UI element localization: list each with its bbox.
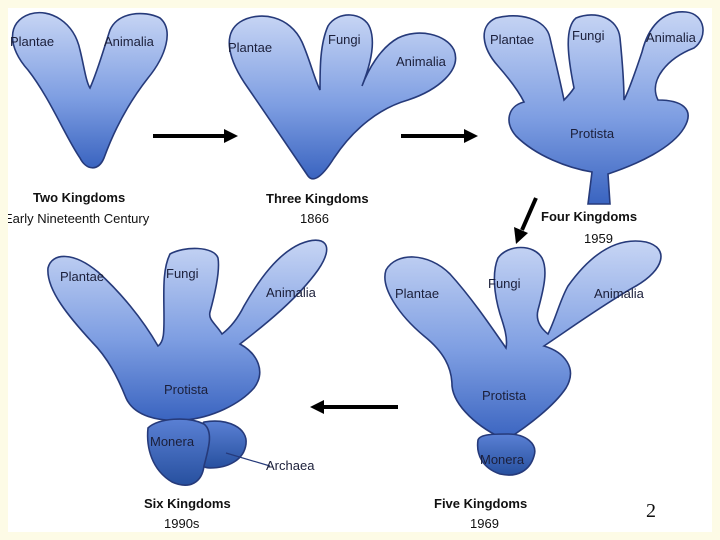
two-kingdoms-shape: [11, 11, 168, 169]
five-kingdoms-shape: [384, 240, 662, 441]
arrow-2: [401, 129, 478, 143]
six-kingdoms-monera-shape: [146, 418, 211, 486]
stage-two-kingdoms: Plantae Animalia Two Kingdoms Early Nine…: [4, 11, 168, 226]
five-kingdoms-caption: Five Kingdoms: [434, 496, 527, 511]
stage-four-kingdoms: Plantae Fungi Animalia Protista Four Kin…: [483, 11, 704, 246]
arrow-4: [310, 400, 398, 414]
archaea-leader-line: [225, 452, 271, 467]
four-kingdoms-date: 1959: [584, 231, 613, 246]
two-kingdoms-caption: Two Kingdoms: [33, 190, 125, 205]
three-kingdoms-date: 1866: [300, 211, 329, 226]
five-kingdoms-date: 1969: [470, 516, 499, 531]
page-number: 2: [646, 500, 656, 522]
two-kingdoms-animalia-label: Animalia: [104, 34, 155, 49]
two-kingdoms-date: Early Nineteenth Century: [8, 211, 150, 226]
six-kingdoms-archaea-label: Archaea: [266, 458, 315, 473]
three-kingdoms-animalia-label: Animalia: [396, 54, 447, 69]
six-kingdoms-shape: [47, 239, 328, 422]
five-kingdoms-monera-label: Monera: [480, 452, 525, 467]
two-kingdoms-plantae-label: Plantae: [10, 34, 54, 49]
six-kingdoms-animalia-label: Animalia: [266, 285, 317, 300]
arrow-3: [514, 197, 538, 244]
five-kingdoms-animalia-label: Animalia: [594, 286, 645, 301]
six-kingdoms-plantae-label: Plantae: [60, 269, 104, 284]
four-kingdoms-shape: [483, 11, 704, 205]
six-kingdoms-date: 1990s: [164, 516, 200, 531]
four-kingdoms-protista-label: Protista: [570, 126, 615, 141]
three-kingdoms-plantae-label: Plantae: [228, 40, 272, 55]
five-kingdoms-plantae-label: Plantae: [395, 286, 439, 301]
five-kingdoms-fungi-label: Fungi: [488, 276, 521, 291]
four-kingdoms-fungi-label: Fungi: [572, 28, 605, 43]
arrow-1: [153, 129, 238, 143]
stage-five-kingdoms: Plantae Fungi Animalia Protista Monera F…: [384, 240, 662, 531]
stage-three-kingdoms: Plantae Fungi Animalia Three Kingdoms 18…: [228, 14, 457, 226]
kingdoms-diagram: Plantae Animalia Two Kingdoms Early Nine…: [4, 11, 704, 531]
three-kingdoms-caption: Three Kingdoms: [266, 191, 369, 206]
six-kingdoms-fungi-label: Fungi: [166, 266, 199, 281]
stage-six-kingdoms: Plantae Fungi Animalia Protista Monera A…: [47, 239, 328, 531]
four-kingdoms-animalia-label: Animalia: [646, 30, 697, 45]
three-kingdoms-fungi-label: Fungi: [328, 32, 361, 47]
four-kingdoms-plantae-label: Plantae: [490, 32, 534, 47]
three-kingdoms-shape: [228, 14, 457, 180]
five-kingdoms-protista-label: Protista: [482, 388, 527, 403]
diagram-canvas: Plantae Animalia Two Kingdoms Early Nine…: [4, 8, 712, 532]
six-kingdoms-caption: Six Kingdoms: [144, 496, 231, 511]
six-kingdoms-monera-label: Monera: [150, 434, 195, 449]
six-kingdoms-protista-label: Protista: [164, 382, 209, 397]
four-kingdoms-caption: Four Kingdoms: [541, 209, 637, 224]
five-kingdoms-monera-shape: [476, 433, 536, 476]
